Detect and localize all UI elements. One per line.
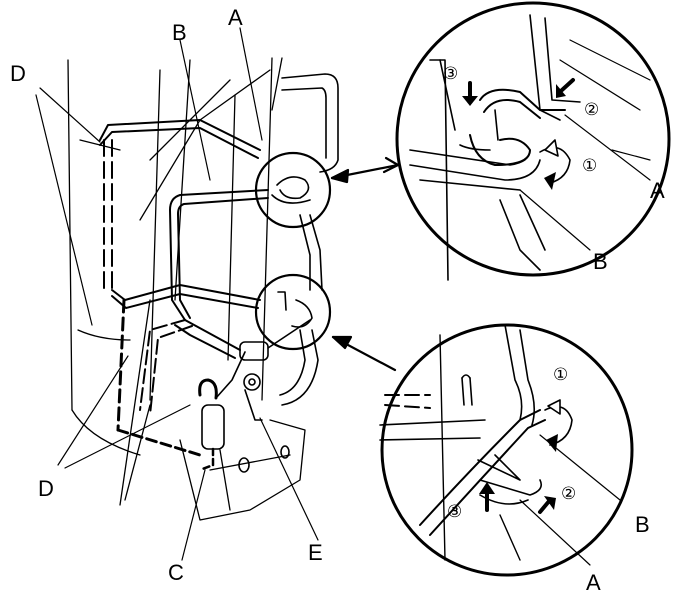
label-B-detail-top: B bbox=[593, 249, 608, 274]
label-A-detail-bottom: A bbox=[586, 570, 601, 595]
connector-C bbox=[198, 351, 246, 472]
label-D-bottom: D bbox=[38, 476, 54, 501]
step-1-top: ① bbox=[582, 156, 598, 176]
step-1-bottom: ① bbox=[553, 365, 569, 385]
bolt-E bbox=[238, 319, 311, 473]
step-2-bottom: ② bbox=[561, 484, 577, 504]
label-D-top: D bbox=[10, 61, 26, 86]
label-B-main: B bbox=[172, 20, 187, 45]
body-panel bbox=[67, 57, 306, 521]
label-A-main: A bbox=[228, 5, 243, 30]
label-C: C bbox=[168, 560, 184, 585]
label-leaders bbox=[35, 27, 319, 561]
callout-arrows bbox=[330, 156, 400, 372]
step-3-bottom: ③ bbox=[447, 502, 463, 522]
detail-view-top bbox=[395, 1, 671, 281]
harness-wire-D bbox=[99, 119, 261, 457]
step-2-top: ② bbox=[584, 100, 600, 120]
step-3-top: ③ bbox=[443, 64, 459, 84]
label-E: E bbox=[308, 540, 323, 565]
harness-wire-B bbox=[139, 189, 269, 416]
callout-circles-small bbox=[254, 151, 332, 351]
detail-view-bottom bbox=[379, 323, 634, 577]
pipe-main bbox=[279, 73, 339, 406]
label-A-detail-top: A bbox=[650, 178, 665, 203]
label-B-detail-bottom: B bbox=[635, 512, 650, 537]
